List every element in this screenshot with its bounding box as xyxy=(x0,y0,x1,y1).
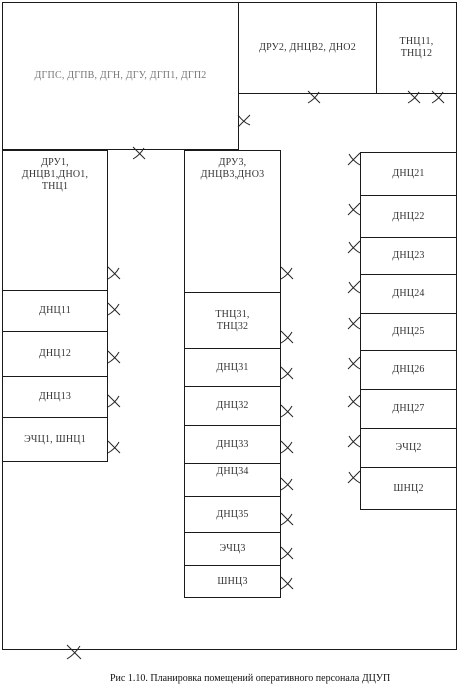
room-dnc33: ДНЦ33 xyxy=(184,425,281,464)
room-dnc13-label: ДНЦ13 xyxy=(38,391,72,402)
door-icon xyxy=(280,330,294,344)
room-dru2-label: ДРУ2, ДНЦВ2, ДНО2 xyxy=(259,42,356,53)
door-icon xyxy=(280,366,294,380)
door-icon xyxy=(347,280,361,294)
room-dnc22-label: ДНЦ22 xyxy=(392,210,425,222)
door-icon xyxy=(280,266,294,280)
room-echc2: ЭЧЦ2 xyxy=(360,428,457,468)
room-dnc25-label: ДНЦ25 xyxy=(392,326,425,337)
room-dnc27: ДНЦ27 xyxy=(360,389,457,429)
door-icon xyxy=(347,240,361,254)
room-dnc23: ДНЦ23 xyxy=(360,237,457,275)
room-dru1-label: ДРУ1, ДНЦВ1,ДНО1, ТНЦ1 xyxy=(21,157,89,192)
room-dnc22: ДНЦ22 xyxy=(360,195,457,238)
room-dnc26-label: ДНЦ26 xyxy=(392,364,425,375)
room-dnc35: ДНЦ35 xyxy=(184,496,281,533)
door-icon xyxy=(107,440,121,454)
room-dnc34-label: ДНЦ34 xyxy=(216,466,249,477)
room-echc1-label: ЭЧЦ1, ШНЦ1 xyxy=(24,433,86,445)
door-icon xyxy=(107,302,121,316)
room-dnc27-label: ДНЦ27 xyxy=(392,403,425,414)
door-icon xyxy=(347,470,361,484)
door-icon xyxy=(237,114,251,128)
room-tnc31: ТНЦ31, ТНЦ32 xyxy=(184,292,281,349)
room-dnc21-label: ДНЦ21 xyxy=(392,168,425,179)
room-dnc34: ДНЦ34 xyxy=(184,463,281,497)
door-icon xyxy=(280,477,294,491)
door-icon xyxy=(280,404,294,418)
door-icon xyxy=(347,152,361,166)
room-dru3: ДРУ3, ДНЦВ3,ДНО3 xyxy=(184,150,281,293)
room-dnc25: ДНЦ25 xyxy=(360,313,457,351)
room-dnc31-label: ДНЦ31 xyxy=(216,361,249,373)
room-dnc11-label: ДНЦ11 xyxy=(39,305,71,316)
room-dru3-label: ДРУ3, ДНЦВ3,ДНО3 xyxy=(200,157,265,180)
room-shnc3: ШНЦ3 xyxy=(184,565,281,598)
door-icon xyxy=(280,440,294,454)
room-dnc26: ДНЦ26 xyxy=(360,350,457,390)
room-dnc23-label: ДНЦ23 xyxy=(392,250,425,261)
room-dnc21: ДНЦ21 xyxy=(360,152,457,196)
figure-caption: Рис 1.10. Планировка помещений оперативн… xyxy=(110,673,391,684)
door-icon xyxy=(280,512,294,526)
room-echc3-label: ЭЧЦ3 xyxy=(219,543,246,554)
door-icon xyxy=(107,350,121,364)
room-dnc13: ДНЦ13 xyxy=(2,376,108,418)
room-shnc2: ШНЦ2 xyxy=(360,467,457,510)
room-dnc35-label: ДНЦ35 xyxy=(216,508,249,520)
room-tnc11: ТНЦ11, ТНЦ12 xyxy=(376,2,457,94)
room-echc1: ЭЧЦ1, ШНЦ1 xyxy=(2,417,108,462)
room-dnc12-label: ДНЦ12 xyxy=(38,348,72,359)
door-icon xyxy=(347,202,361,216)
door-icon xyxy=(347,356,361,370)
room-dnc12: ДНЦ12 xyxy=(2,331,108,377)
door-icon xyxy=(132,146,146,160)
door-icon xyxy=(280,546,294,560)
room-echc3: ЭЧЦ3 xyxy=(184,532,281,566)
door-icon xyxy=(407,90,421,104)
entrance-door-icon xyxy=(66,644,82,660)
room-dnc24: ДНЦ24 xyxy=(360,274,457,314)
room-dnc24-label: ДНЦ24 xyxy=(392,288,425,299)
door-icon xyxy=(431,90,445,104)
room-dnc32-label: ДНЦ32 xyxy=(216,400,249,411)
room-dgps-label: ДГПС, ДГПВ, ДГН, ДГУ, ДГП1, ДГП2 xyxy=(34,70,207,81)
room-dnc32: ДНЦ32 xyxy=(184,386,281,426)
room-dru1: ДРУ1, ДНЦВ1,ДНО1, ТНЦ1 xyxy=(2,150,108,291)
room-tnc11-label: ТНЦ11, ТНЦ12 xyxy=(399,36,434,59)
door-icon xyxy=(347,316,361,330)
room-echc2-label: ЭЧЦ2 xyxy=(395,442,422,453)
room-dgps: ДГПС, ДГПВ, ДГН, ДГУ, ДГП1, ДГП2 xyxy=(2,2,239,150)
door-icon xyxy=(280,576,294,590)
room-dnc11: ДНЦ11 xyxy=(2,290,108,332)
room-dru2: ДРУ2, ДНЦВ2, ДНО2 xyxy=(238,2,377,94)
door-icon xyxy=(347,394,361,408)
door-icon xyxy=(107,266,121,280)
door-icon xyxy=(347,434,361,448)
door-icon xyxy=(307,90,321,104)
room-tnc31-label: ТНЦ31, ТНЦ32 xyxy=(215,308,250,332)
room-shnc3-label: ШНЦ3 xyxy=(217,575,248,587)
room-dnc31: ДНЦ31 xyxy=(184,348,281,387)
door-icon xyxy=(107,394,121,408)
room-shnc2-label: ШНЦ2 xyxy=(393,482,424,494)
room-dnc33-label: ДНЦ33 xyxy=(216,438,249,450)
